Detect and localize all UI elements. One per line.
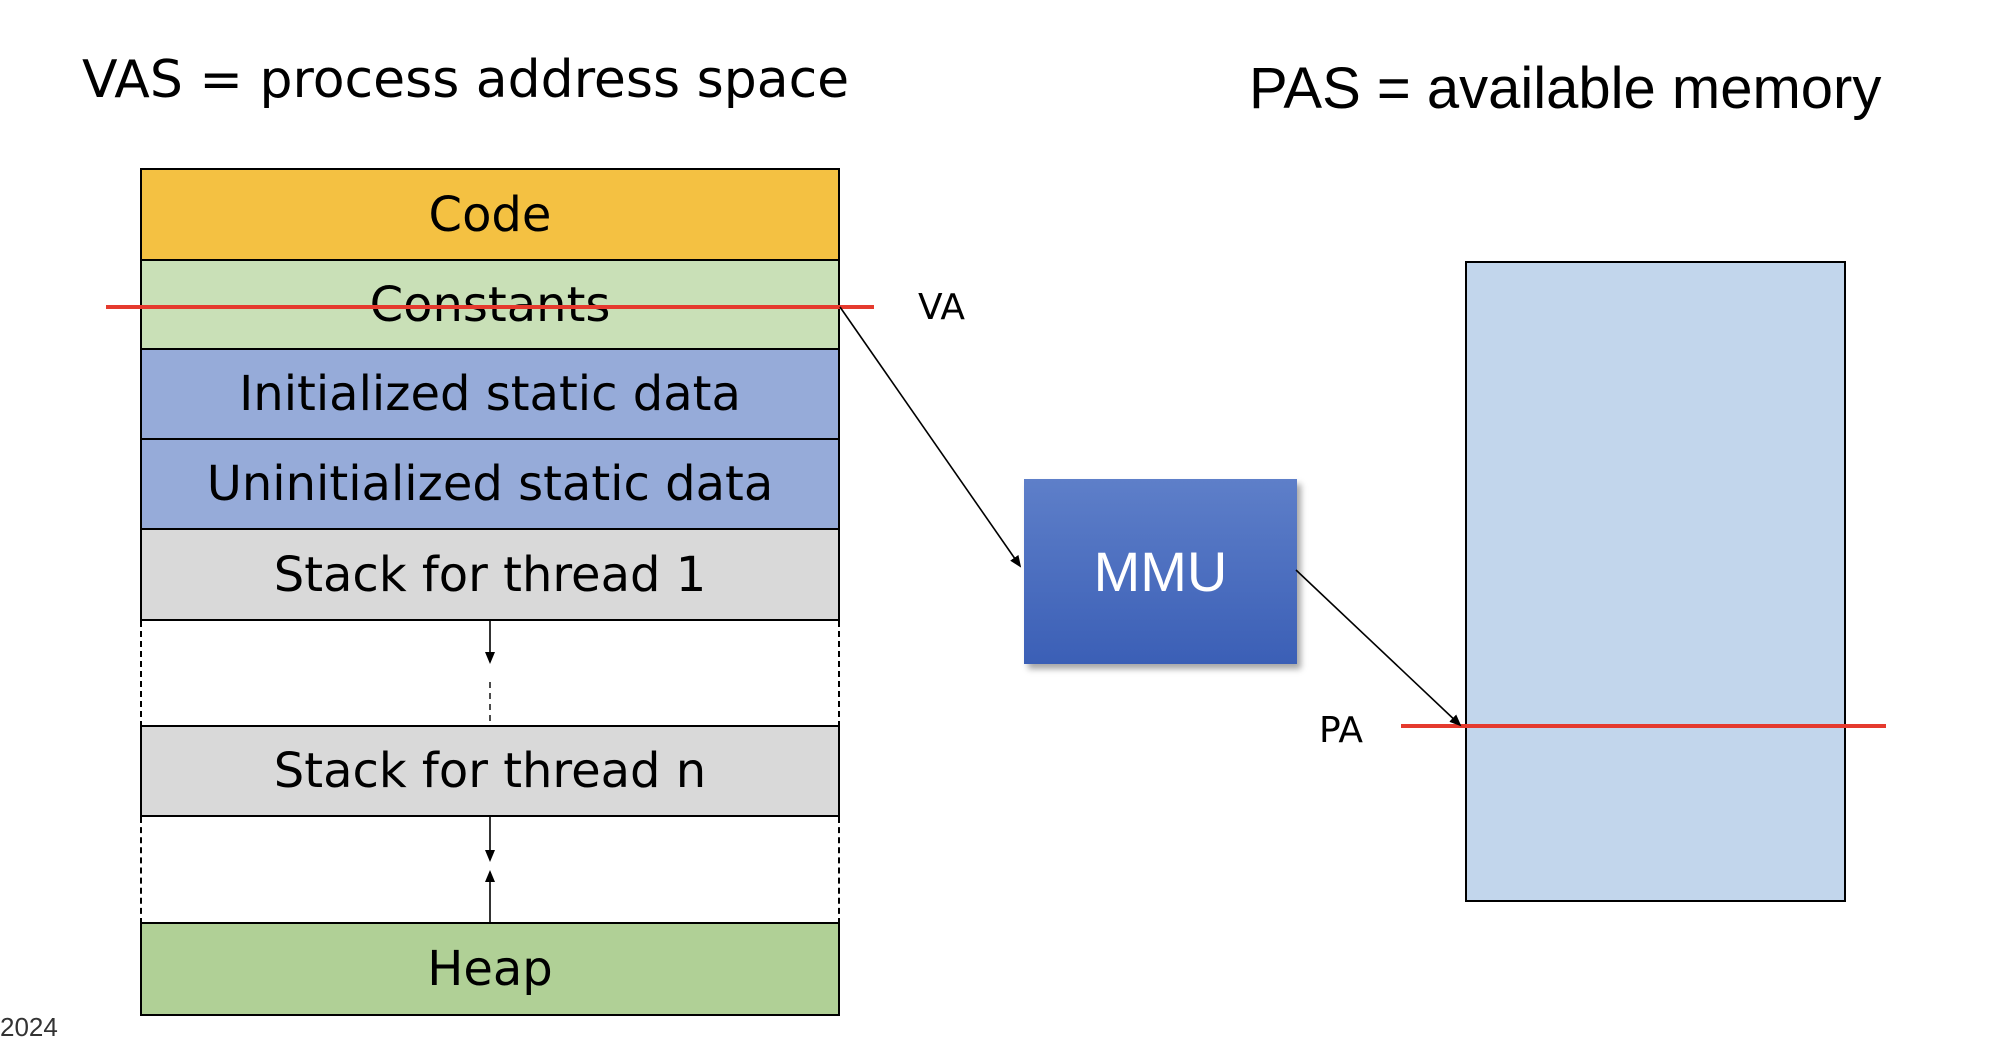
segment-uninitialized-static-data: Uninitialized static data	[140, 438, 840, 530]
vas-title: VAS = process address space	[82, 50, 850, 110]
segment-stack-thread-1-label: Stack for thread 1	[273, 546, 707, 603]
pas-title: PAS = available memory	[1249, 56, 1882, 121]
segment-heap-label: Heap	[427, 941, 553, 997]
mmu-label: MMU	[1093, 540, 1228, 603]
pa-label: PA	[1319, 710, 1364, 751]
segment-stack-thread-n: Stack for thread n	[140, 725, 840, 817]
va-label: VA	[918, 287, 965, 328]
year-fragment: 2024	[0, 1012, 58, 1042]
segment-heap: Heap	[140, 922, 840, 1016]
segment-stack-thread-1: Stack for thread 1	[140, 528, 840, 621]
gap-heap-region	[140, 817, 840, 924]
mmu-to-pa-arrow	[1295, 569, 1462, 727]
va-to-mmu-arrow	[839, 306, 1022, 568]
segment-constants: Constants	[140, 259, 840, 350]
segment-uninitialized-static-data-label: Uninitialized static data	[206, 456, 774, 512]
segment-constants-label: Constants	[369, 276, 611, 333]
segment-code-label: Code	[428, 186, 552, 243]
segment-stack-thread-n-label: Stack for thread n	[273, 743, 707, 799]
segment-initialized-static-data-label: Initialized static data	[239, 366, 741, 422]
gap-stack-region	[140, 621, 840, 727]
physical-memory-box	[1465, 261, 1846, 902]
mmu-box: MMU	[1024, 479, 1297, 664]
